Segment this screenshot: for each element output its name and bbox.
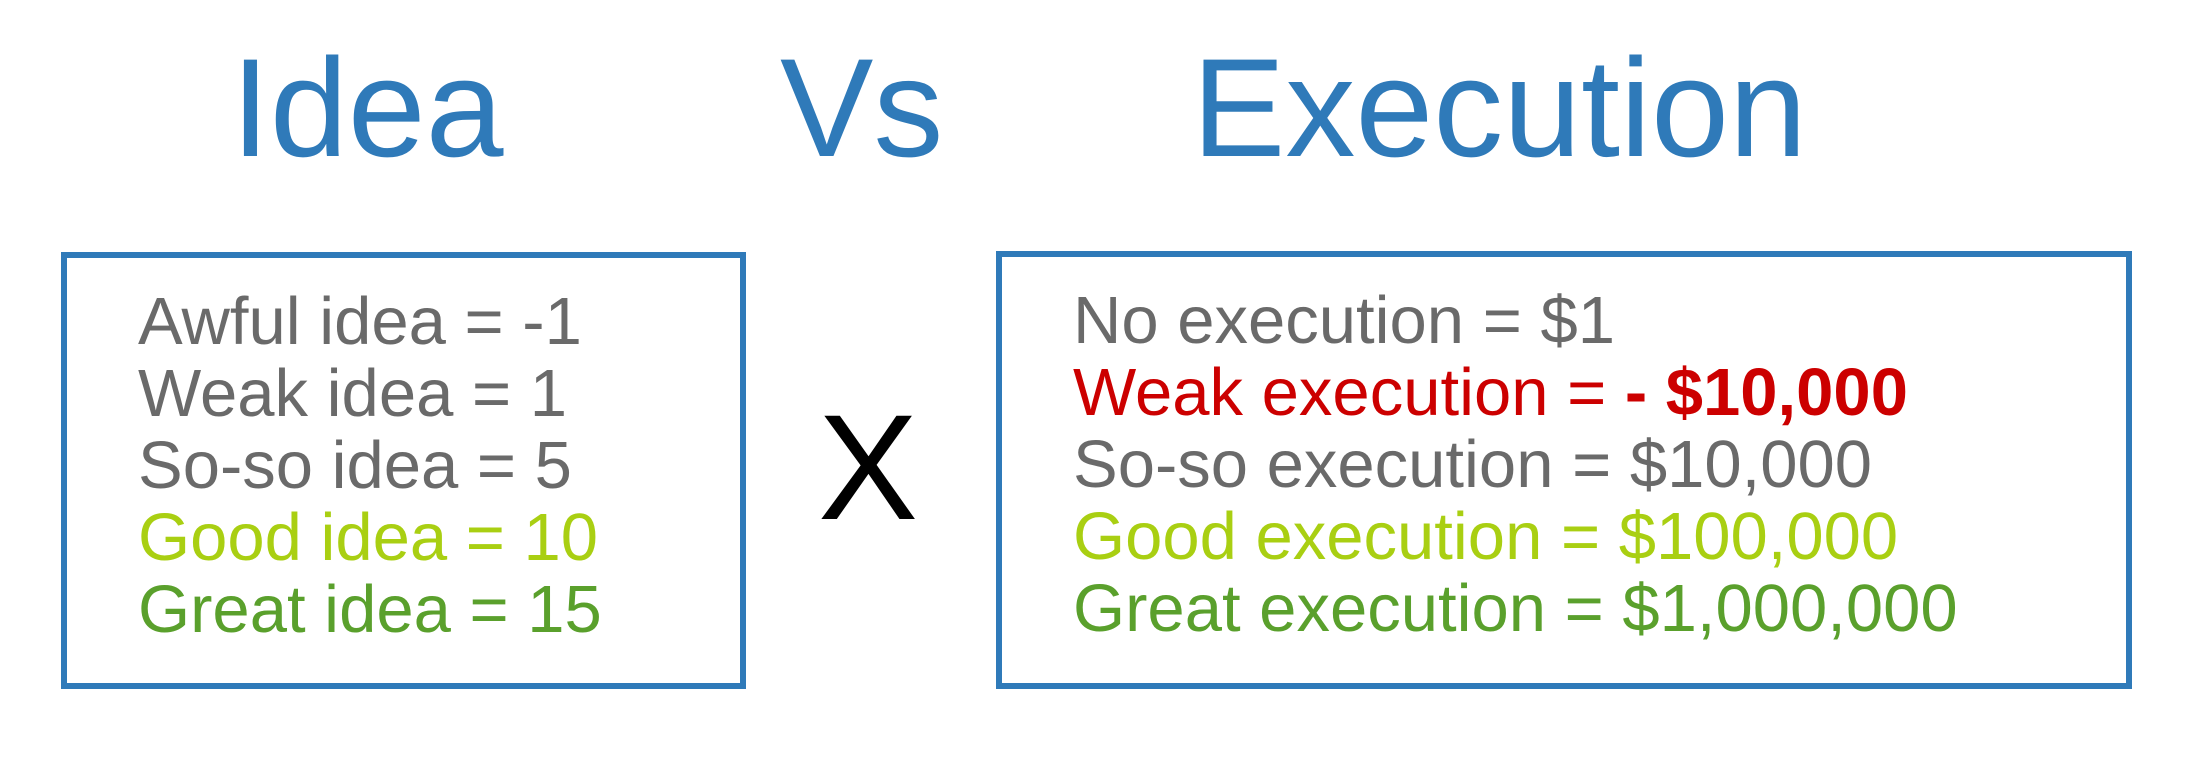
execution-label: Weak execution =	[1073, 355, 1625, 430]
execution-amount: $10,000	[1629, 427, 1873, 502]
idea-line: Awful idea = -1	[138, 284, 582, 359]
execution-line: No execution = $1	[1073, 285, 1958, 357]
execution-list: No execution = $1 Weak execution = - $10…	[1073, 285, 1958, 645]
execution-line: So-so execution = $10,000	[1073, 429, 1958, 501]
idea-line: Weak idea = 1	[138, 356, 567, 431]
execution-amount: $1	[1540, 283, 1615, 358]
heading-vs: Vs	[780, 29, 944, 186]
idea-list: Awful idea = -1 Weak idea = 1 So-so idea…	[138, 286, 602, 646]
execution-line: Good execution = $100,000	[1073, 501, 1958, 573]
execution-label: So-so execution =	[1073, 427, 1630, 502]
execution-line: Great execution = $1,000,000	[1073, 573, 1958, 645]
execution-amount: $100,000	[1618, 499, 1899, 574]
idea-line: Good idea = 10	[138, 500, 599, 575]
execution-label: Great execution =	[1073, 571, 1623, 646]
multiply-sign: X	[818, 383, 919, 551]
heading-idea: Idea	[231, 29, 504, 186]
execution-label: No execution =	[1073, 283, 1541, 358]
execution-line: Weak execution = - $10,000	[1073, 357, 1958, 429]
execution-label: Good execution =	[1073, 499, 1619, 574]
execution-amount: $1,000,000	[1622, 571, 1958, 646]
idea-line: So-so idea = 5	[138, 428, 572, 503]
idea-box: Awful idea = -1 Weak idea = 1 So-so idea…	[61, 252, 746, 689]
execution-amount: - $10,000	[1624, 355, 1908, 430]
idea-line: Great idea = 15	[138, 572, 602, 647]
execution-box: No execution = $1 Weak execution = - $10…	[996, 251, 2132, 689]
heading-execution: Execution	[1192, 29, 1807, 186]
